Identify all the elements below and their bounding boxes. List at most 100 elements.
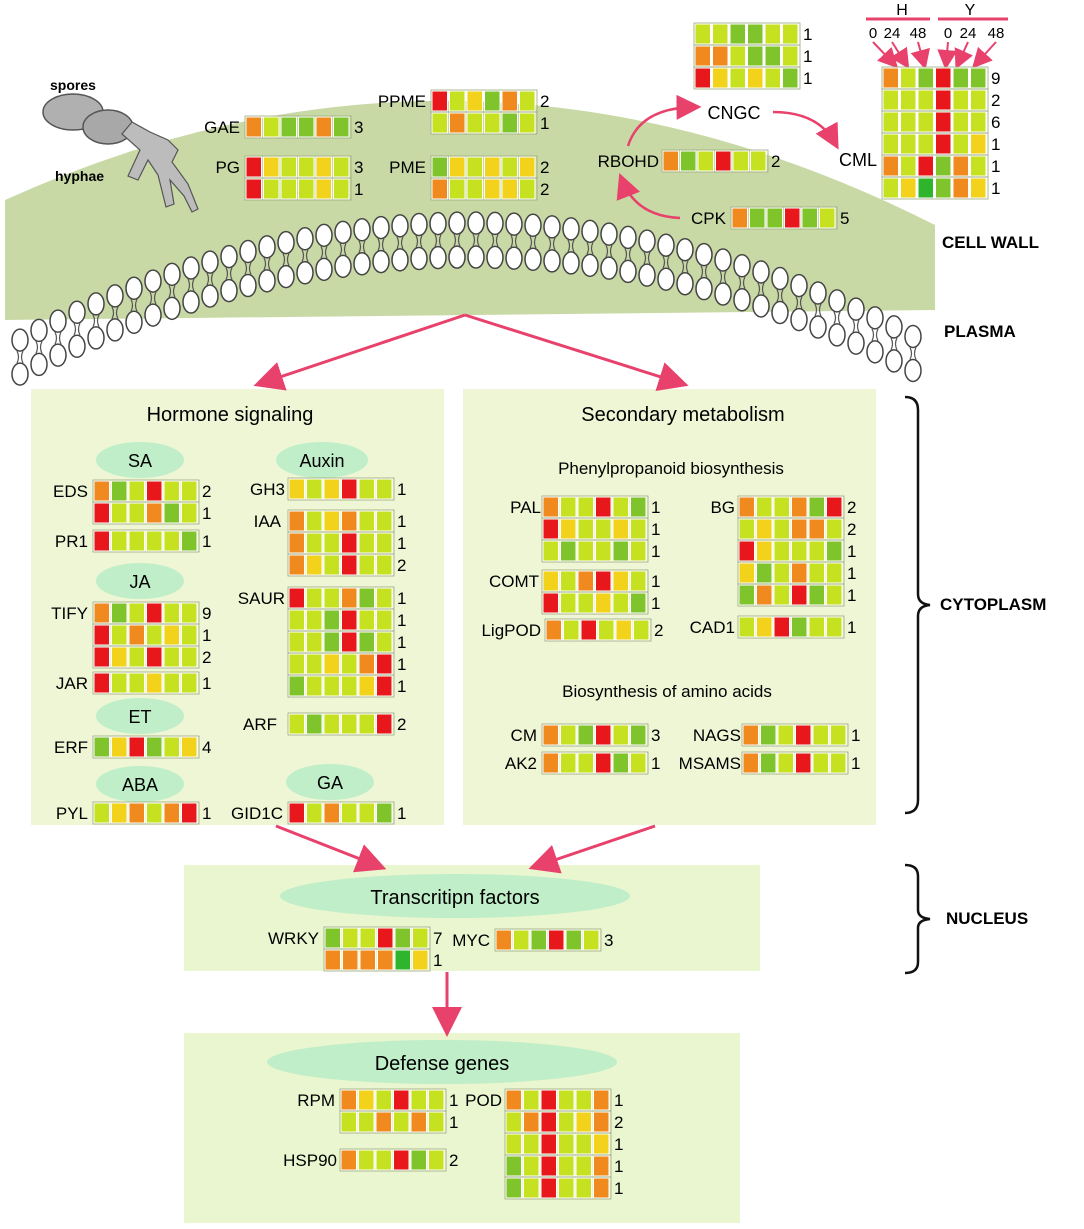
- heatmap-cell: [146, 736, 163, 758]
- heatmap-cell: [773, 496, 790, 518]
- heatmap-row-outline: [287, 801, 395, 825]
- heatmap-cell: [323, 510, 340, 532]
- gene-label-jar: JAR: [56, 674, 88, 693]
- heatmap-cell: [93, 646, 110, 668]
- heatmap-cell: [935, 133, 952, 155]
- lipid-head-outer: [866, 306, 884, 330]
- lipid-head-outer: [11, 328, 29, 352]
- heatmap-cell: [323, 478, 340, 500]
- heatmap-cell: [558, 1177, 575, 1199]
- heatmap-row-outline: [541, 539, 649, 563]
- heatmap-row-outline: [504, 1176, 612, 1200]
- gene-count-label: 1: [397, 512, 406, 531]
- gene-label-comt: COMT: [489, 572, 539, 591]
- lipid-tail: [719, 270, 727, 284]
- heatmap-cell: [563, 619, 580, 641]
- lipid-tail: [377, 238, 385, 251]
- heatmap-cell: [575, 1133, 592, 1155]
- heatmap-cell: [146, 480, 163, 502]
- heatmap-cell: [431, 90, 448, 112]
- heatmap-cell: [612, 518, 629, 540]
- auxin-label: Auxin: [299, 451, 344, 471]
- heatmap-cell: [523, 1089, 540, 1111]
- lipid-head-inner: [334, 254, 352, 279]
- lipid-head-outer: [391, 214, 409, 238]
- gene-count-label: 5: [840, 209, 849, 228]
- heatmap-row-outline: [339, 1148, 447, 1172]
- heatmap-cell: [410, 1089, 427, 1111]
- gene-label-gid1c: GID1C: [231, 804, 283, 823]
- heatmap-cell: [917, 111, 934, 133]
- lipid-head-inner: [866, 340, 884, 364]
- heatmap-cell: [917, 177, 934, 199]
- lipid-tail: [35, 341, 43, 354]
- heatmap-cell: [900, 67, 917, 89]
- lipid-head-outer: [68, 300, 86, 325]
- gene-count-label: 1: [651, 754, 660, 773]
- heatmap-cell: [593, 1111, 610, 1133]
- heatmap-cell: [449, 90, 466, 112]
- heatmap-cell: [791, 616, 808, 638]
- heatmap-cell: [694, 45, 711, 67]
- heatmap-cell: [375, 1089, 392, 1111]
- gene-count-label: 1: [397, 655, 406, 674]
- lipid-head-outer: [695, 242, 713, 267]
- heatmap-cell: [341, 802, 358, 824]
- heatmap-cell: [593, 1089, 610, 1111]
- lipid-tail: [396, 236, 404, 250]
- heatmap-cell: [111, 802, 128, 824]
- heatmap-cell: [181, 646, 198, 668]
- heatmap-cell: [306, 510, 323, 532]
- heatmap-cell: [519, 178, 536, 200]
- ja-ellipse: [96, 563, 184, 599]
- heatmap-cell: [111, 646, 128, 668]
- heatmap-cell: [181, 802, 198, 824]
- heatmap-cell: [729, 23, 746, 45]
- heatmap-cell: [575, 1089, 592, 1111]
- gene-count-label: 2: [771, 152, 780, 171]
- gene-count-label: 9: [202, 604, 211, 623]
- heatmap-cell: [376, 675, 393, 697]
- heatmap-cell: [324, 949, 341, 971]
- gene-label-bg: BG: [710, 498, 735, 517]
- heatmap-cell: [111, 502, 128, 524]
- lipid-tail: [738, 276, 746, 290]
- lipid-tail: [16, 350, 24, 364]
- spores-label: spores: [50, 77, 96, 93]
- lipid-tail: [225, 267, 233, 280]
- heatmap-cell: [612, 724, 629, 746]
- heatmap-cell: [376, 587, 393, 609]
- heatmap-cell: [431, 178, 448, 200]
- gene-label-tify: TIFY: [51, 604, 88, 623]
- et-ellipse: [96, 698, 184, 734]
- heatmap-cell: [394, 949, 411, 971]
- gene-count-label: 1: [202, 804, 211, 823]
- heatmap-cell: [505, 1111, 522, 1133]
- cytoplasm-label: CYTOPLASM: [940, 595, 1046, 614]
- heatmap-cell: [484, 112, 501, 134]
- heatmap-cell: [181, 502, 198, 524]
- gene-count-label: 1: [851, 726, 860, 745]
- lipid-head-inner: [372, 249, 390, 274]
- heatmap-cell: [163, 672, 180, 694]
- heatmap-cell: [298, 116, 315, 138]
- lipid-tail: [700, 265, 708, 278]
- heatmap-cell: [484, 178, 501, 200]
- heatmap-cell: [756, 562, 773, 584]
- cell-wall-label: CELL WALL: [942, 233, 1039, 252]
- heatmap-cell: [358, 587, 375, 609]
- lipid-tail: [187, 278, 195, 292]
- lipid-tail: [548, 237, 556, 251]
- gene-count-label: 1: [540, 114, 549, 133]
- gene-count-label: 1: [614, 1135, 623, 1154]
- plasma-membrane: [11, 211, 922, 386]
- heatmap-cell: [245, 116, 262, 138]
- heatmap-cell: [333, 156, 350, 178]
- heatmap-cell: [359, 949, 376, 971]
- heatmap-cell: [263, 178, 280, 200]
- heatmap-cell: [428, 1111, 445, 1133]
